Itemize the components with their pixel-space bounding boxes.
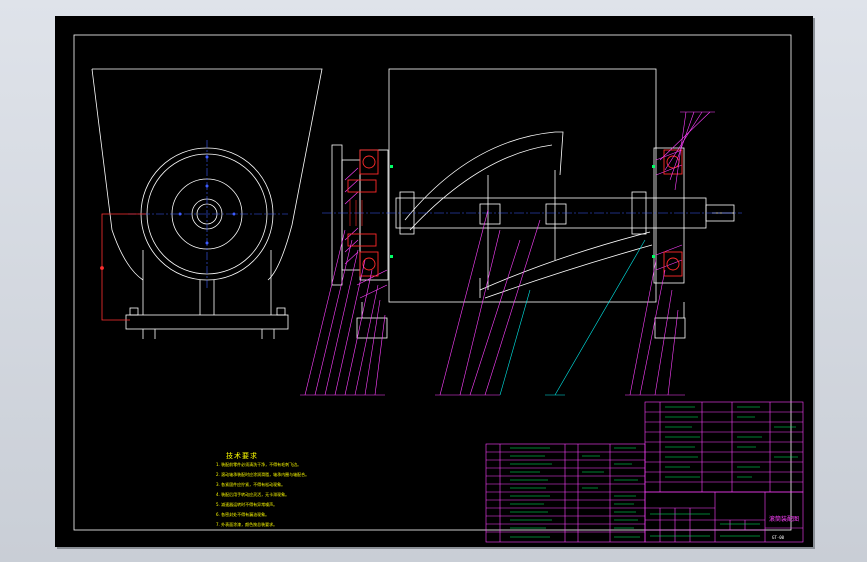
section-markers [390,165,655,258]
section-hatch [344,149,683,299]
parts-list-upper-text [665,406,798,478]
leader-lines-alt [499,239,646,396]
tech-requirement-line: 2. 滚动轴承装配时应涂润滑脂，轴承内圈与轴配合。 [216,472,310,477]
shaft-section-view-icon [331,68,735,339]
parts-list-lower-text [510,447,640,538]
tech-requirement-line: 6. 各密封处不得有漏油现象。 [216,512,270,517]
leader-lines [300,111,715,396]
title-block [644,491,804,543]
parts-list-lower [485,443,646,543]
parts-list-upper [644,401,804,493]
title-block-text [650,513,760,537]
drawing-number: GT-00 [772,535,785,540]
front-centerlines [128,140,288,290]
tech-requirement-line: 3. 各紧固件应拧紧，不得有松动现象。 [216,482,286,487]
tech-requirements-title: 技术要求 [226,452,258,460]
bearings [347,149,683,277]
front-markers [178,155,236,245]
inner-border [73,34,792,531]
tech-requirement-line: 7. 外表面涂漆，颜色按总装要求。 [216,522,278,527]
drawing-sheet [55,16,813,547]
front-dimension [100,213,146,321]
tech-requirement-line: 5. 减速器运转时不得有异常噪声。 [216,502,278,507]
tech-requirement-line: 4. 装配后用手转动应灵活，无卡滞现象。 [216,492,290,497]
tech-requirement-line: 1. 装配前零件必须清洗干净，不得有毛刺飞边。 [216,462,302,467]
drawing-title: 滚筒装配图 [769,516,800,523]
